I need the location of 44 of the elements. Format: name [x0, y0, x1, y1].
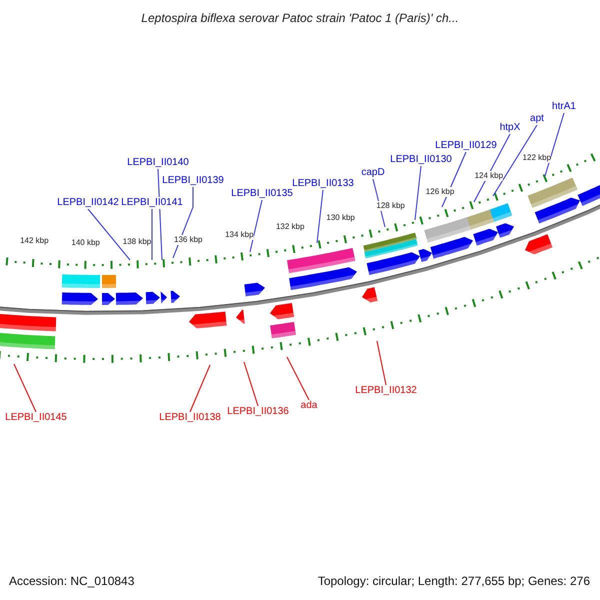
- gene-label: LEPBI_II0142: [57, 197, 119, 209]
- tick-label: 140 kbp: [71, 238, 100, 248]
- tick-label: 134 kbp: [225, 230, 254, 240]
- tick-label: 130 kbp: [326, 212, 355, 223]
- tick-label: 124 kbp: [474, 171, 504, 182]
- leader-line: [172, 186, 194, 258]
- gene-label: LEPBI_II0145: [5, 412, 67, 424]
- gene-label: capD: [361, 167, 385, 179]
- tick-label: 132 kbp: [276, 222, 304, 232]
- leader-line: [414, 166, 422, 220]
- leader-line: [286, 356, 310, 400]
- gene-label: LEPBI_II0141: [121, 197, 183, 209]
- genome-info-text: Topology: circular; Length: 277,655 bp; Genes: 276: [318, 574, 590, 588]
- tick-label: 138 kbp: [122, 237, 152, 248]
- gene-label: LEPBI_II0135: [231, 188, 293, 200]
- leader-line: [88, 208, 130, 260]
- leader-line: [316, 190, 324, 244]
- gene-label: LEPBI_II0132: [355, 385, 417, 397]
- tick-label: 142 kbp: [20, 236, 49, 246]
- leader-line: [474, 134, 510, 202]
- gene-label: LEPBI_II0140: [127, 157, 189, 169]
- leader-line: [250, 200, 262, 252]
- tick-label: 128 kbp: [376, 201, 405, 212]
- leader-line: [244, 362, 258, 406]
- gene-label: LEPBI_II0139: [162, 175, 224, 187]
- leader-line: [544, 112, 564, 176]
- leader-line: [492, 124, 538, 196]
- gene-label: apt: [530, 113, 544, 125]
- accession-text: Accession: NC_010843: [9, 574, 134, 588]
- gene-label: LEPBI_II0136: [227, 406, 289, 418]
- gene-label: LEPBI_II0130: [390, 154, 452, 166]
- gene-label: LEPBI_II0133: [292, 178, 354, 190]
- gene-label: LEPBI_II0129: [435, 140, 497, 152]
- tick-label: 122 kbp: [522, 152, 552, 163]
- leader-line: [158, 168, 162, 260]
- leader-line: [376, 340, 386, 386]
- gene-label: LEPBI_II0138: [159, 412, 221, 424]
- gene-label: htpX: [500, 122, 520, 134]
- tick-label: 126 kbp: [426, 187, 454, 198]
- gene-label: htrA1: [552, 101, 576, 113]
- leader-line: [14, 364, 36, 412]
- title: Leptospira biflexa serovar Patoc strain 'Patoc 1 (Paris)' ch...: [140, 11, 460, 25]
- leader-line: [190, 364, 210, 412]
- tick-label: 136 kbp: [174, 234, 202, 245]
